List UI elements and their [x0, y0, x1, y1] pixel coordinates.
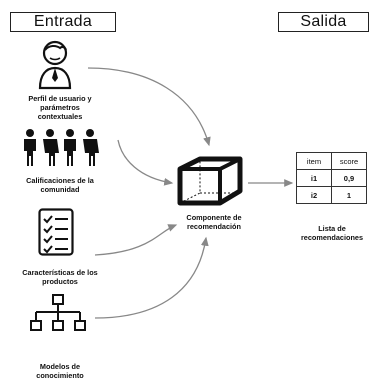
- user-profile-icon: [38, 40, 72, 90]
- table-header-row: item score: [296, 152, 367, 170]
- entrada-header: Entrada: [10, 12, 116, 32]
- table-row: i2 1: [296, 186, 367, 204]
- recommendation-table: item score i1 0,9 i2 1: [296, 152, 367, 204]
- community-label: Calificaciones de la comunidad: [26, 176, 94, 194]
- products-label: Características de los productos: [22, 268, 98, 286]
- table-row: i1 0,9: [296, 169, 367, 187]
- table-cell: i2: [296, 186, 332, 204]
- component-label: Componente de recomendación: [186, 213, 242, 231]
- profile-label: Perfil de usuario y parámetros contextua…: [28, 94, 92, 121]
- column-header: score: [331, 152, 367, 170]
- knowledge-label: Modelos de conocimiento: [36, 362, 84, 380]
- hierarchy-icon: [30, 294, 86, 331]
- table-cell: 0,9: [331, 169, 367, 187]
- arrow-products-to-component: [94, 224, 178, 256]
- salida-header: Salida: [278, 12, 369, 32]
- table-cell: i1: [296, 169, 332, 187]
- output-label: Lista de recomendaciones: [300, 224, 364, 242]
- table-cell: 1: [331, 186, 367, 204]
- arrow-knowledge-to-component: [94, 236, 209, 319]
- cube-icon: [177, 156, 243, 206]
- arrow-community-to-component: [117, 139, 174, 186]
- column-header: item: [296, 152, 332, 170]
- checklist-icon: [38, 208, 74, 256]
- arrow-profile-to-component: [87, 67, 211, 147]
- community-icon: [24, 129, 99, 166]
